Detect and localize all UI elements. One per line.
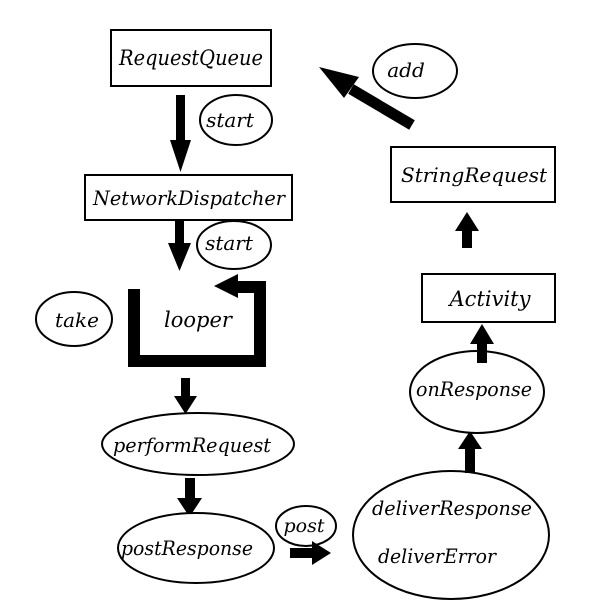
perform-request-node: performRequest — [101, 412, 295, 476]
arrow-post-to-deliver — [290, 541, 331, 565]
deliver-error-label: deliverError — [378, 544, 497, 568]
deliver-node: deliverResponse deliverError — [352, 470, 550, 600]
arrow-dispatcher-to-looper — [168, 221, 191, 271]
looper-label: looper — [164, 308, 234, 332]
start-label-2-text: start — [205, 231, 254, 255]
take-label-text: take — [55, 308, 99, 332]
string-request-node: StringRequest — [390, 146, 556, 203]
on-response-node: onResponse — [409, 350, 545, 434]
deliver-response-label: deliverResponse — [372, 496, 532, 520]
activity-node: Activity — [421, 273, 556, 323]
add-label-text: add — [387, 58, 425, 82]
start-label-1: start — [199, 94, 273, 146]
take-label: take — [35, 291, 113, 347]
add-label: add — [372, 43, 458, 99]
perform-request-label: performRequest — [113, 433, 272, 457]
network-dispatcher-node: NetworkDispatcher — [84, 174, 293, 221]
string-request-label: StringRequest — [401, 163, 548, 187]
post-label-text: post — [284, 515, 325, 537]
arrow-looper-to-perform — [174, 378, 197, 414]
arrow-queue-to-dispatcher — [170, 95, 191, 172]
post-label: post — [275, 505, 337, 547]
activity-label: Activity — [448, 287, 532, 311]
on-response-label: onResponse — [416, 377, 532, 401]
arrow-perform-to-post — [177, 478, 202, 517]
start-label-2: start — [196, 220, 272, 270]
arrow-stringrequest-to-queue — [319, 67, 415, 130]
post-response-node: postResponse — [117, 512, 275, 584]
looper-node: looper — [128, 274, 266, 367]
arrow-activity-to-stringrequest — [455, 212, 479, 248]
arrow-deliver-to-onresponse — [458, 431, 482, 473]
start-label-1-text: start — [206, 108, 255, 132]
request-queue-label: RequestQueue — [118, 46, 263, 70]
request-queue-node: RequestQueue — [110, 29, 272, 87]
arrow-onresponse-to-activity — [470, 324, 494, 363]
post-response-label: postResponse — [121, 536, 253, 560]
network-dispatcher-label: NetworkDispatcher — [92, 186, 286, 210]
